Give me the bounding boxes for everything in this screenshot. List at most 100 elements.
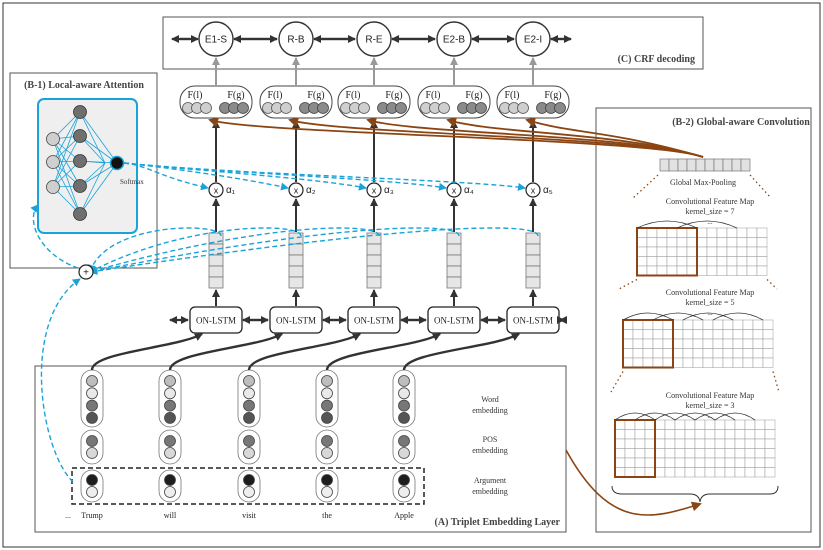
crf-tag-label: R-B <box>287 35 305 46</box>
conv-map-cell <box>664 419 676 430</box>
conv-map-cell <box>666 256 678 267</box>
conv-map-cell <box>624 467 636 478</box>
embedding-row-label: Word <box>481 395 499 404</box>
word-embedding-node <box>243 399 255 412</box>
conv-map-kernel-label: kernel_size = 7 <box>686 207 735 216</box>
conv-map-cell <box>756 227 768 238</box>
embedding-row-label: embedding <box>472 487 508 496</box>
conv-map-cell <box>684 457 696 468</box>
conv-map-cell <box>622 319 634 330</box>
conv-map-cell <box>736 237 748 248</box>
conv-map-cell <box>736 246 748 257</box>
conv-map-cell <box>756 246 768 257</box>
conv-sliding-arc <box>694 412 736 421</box>
conv-map-cell <box>724 438 736 449</box>
multiply-symbol: x <box>452 186 457 196</box>
multiply-symbol: x <box>214 186 219 196</box>
sum-to-attention-flow <box>30 204 79 269</box>
conv-sliding-arc <box>712 312 764 321</box>
conv-map-cell <box>704 429 716 440</box>
conv-map-cell <box>702 338 714 349</box>
conv-map-cell <box>746 237 758 248</box>
conv-map-cell <box>756 237 768 248</box>
hidden-state-cell <box>446 243 462 256</box>
conv-map-cell <box>712 329 724 340</box>
conv-map-cell <box>734 429 746 440</box>
conv-map-cell <box>726 227 738 238</box>
embedding-to-lstm-arrow <box>90 332 203 371</box>
attention-connection <box>79 162 118 187</box>
conv-map-cell <box>614 438 626 449</box>
argument-embedding-node <box>243 474 255 486</box>
attention-connection <box>52 161 81 215</box>
conv-map-cell <box>694 429 706 440</box>
conv-map-cell <box>744 419 756 430</box>
conv-map-cell <box>672 338 684 349</box>
pos-embedding-node <box>398 435 410 447</box>
conv-map-cell <box>756 265 768 276</box>
conv-map-cell <box>676 237 688 248</box>
conv-map-cell <box>674 438 686 449</box>
conv-map-cell <box>742 348 754 359</box>
argument-embedding-dashed-box <box>71 467 425 505</box>
multiply-node <box>366 182 382 198</box>
global-feature-label: F(g) <box>385 90 402 101</box>
word-embedding-node <box>243 375 255 387</box>
word-embedding-node <box>86 375 98 387</box>
global-feature-flow <box>525 117 704 158</box>
conv-map-cell <box>662 348 674 359</box>
conv-map-cell <box>652 348 664 359</box>
conv-map-cell <box>652 319 664 330</box>
conv-map-cell <box>646 227 658 238</box>
sum-symbol: + <box>83 268 89 279</box>
conv-map-cell <box>656 265 668 276</box>
conv-map-cell <box>684 429 696 440</box>
conv-map-cell <box>634 419 646 430</box>
triplet-embedding-title: (A) Triplet Embedding Layer <box>435 517 561 528</box>
conv-map-cell <box>726 265 738 276</box>
conv-map-cell <box>722 348 734 359</box>
conv-kernel-window <box>636 227 698 277</box>
argument-embedding-node <box>243 486 255 498</box>
pooled-feature-cell <box>695 158 706 172</box>
conv-map-cell <box>666 237 678 248</box>
conv-map-cell <box>764 467 776 478</box>
conv-map-cell <box>666 246 678 257</box>
pooled-feature-cell <box>731 158 742 172</box>
attention-connection <box>52 138 81 215</box>
attention-input-node <box>46 155 60 169</box>
conv-map-cell <box>754 419 766 430</box>
conv-map-cell <box>702 357 714 368</box>
pooled-feature-cell <box>704 158 715 172</box>
argument-embedding-node <box>164 486 176 498</box>
conv-map-kernel-label: kernel_size = 3 <box>686 401 735 410</box>
conv-map-cell <box>706 237 718 248</box>
conv-map-cell <box>716 265 728 276</box>
hidden-state-cell <box>525 243 541 256</box>
argument-embedding-node <box>86 486 98 498</box>
conv-funnel-line <box>618 278 638 290</box>
conv-map-cell <box>746 246 758 257</box>
conv-map-cell <box>642 357 654 368</box>
pos-embedding-group <box>237 429 261 465</box>
conv-map-cell <box>624 438 636 449</box>
multiply-symbol: x <box>531 186 536 196</box>
conv-map-cell <box>694 419 706 430</box>
conv-map-cell <box>632 348 644 359</box>
global-feature-node <box>237 102 249 114</box>
conv-map-cell <box>636 256 648 267</box>
conv-map-cell <box>664 429 676 440</box>
conv-map-title: Convolutional Feature Map <box>666 391 754 400</box>
conv-map-cell <box>734 467 746 478</box>
conv-map-cell <box>716 227 728 238</box>
conv-map-cell <box>674 419 686 430</box>
conv-map-cell <box>614 467 626 478</box>
global-feature-node <box>317 102 329 114</box>
conv-map-cell <box>672 357 684 368</box>
conv-map-cell <box>716 256 728 267</box>
conv-map-cell <box>684 438 696 449</box>
hidden-state-cell <box>288 265 304 278</box>
conv-sliding-arc <box>654 412 696 421</box>
crf-tag-label: E2-I <box>524 35 542 46</box>
conv-map-cell <box>712 319 724 330</box>
